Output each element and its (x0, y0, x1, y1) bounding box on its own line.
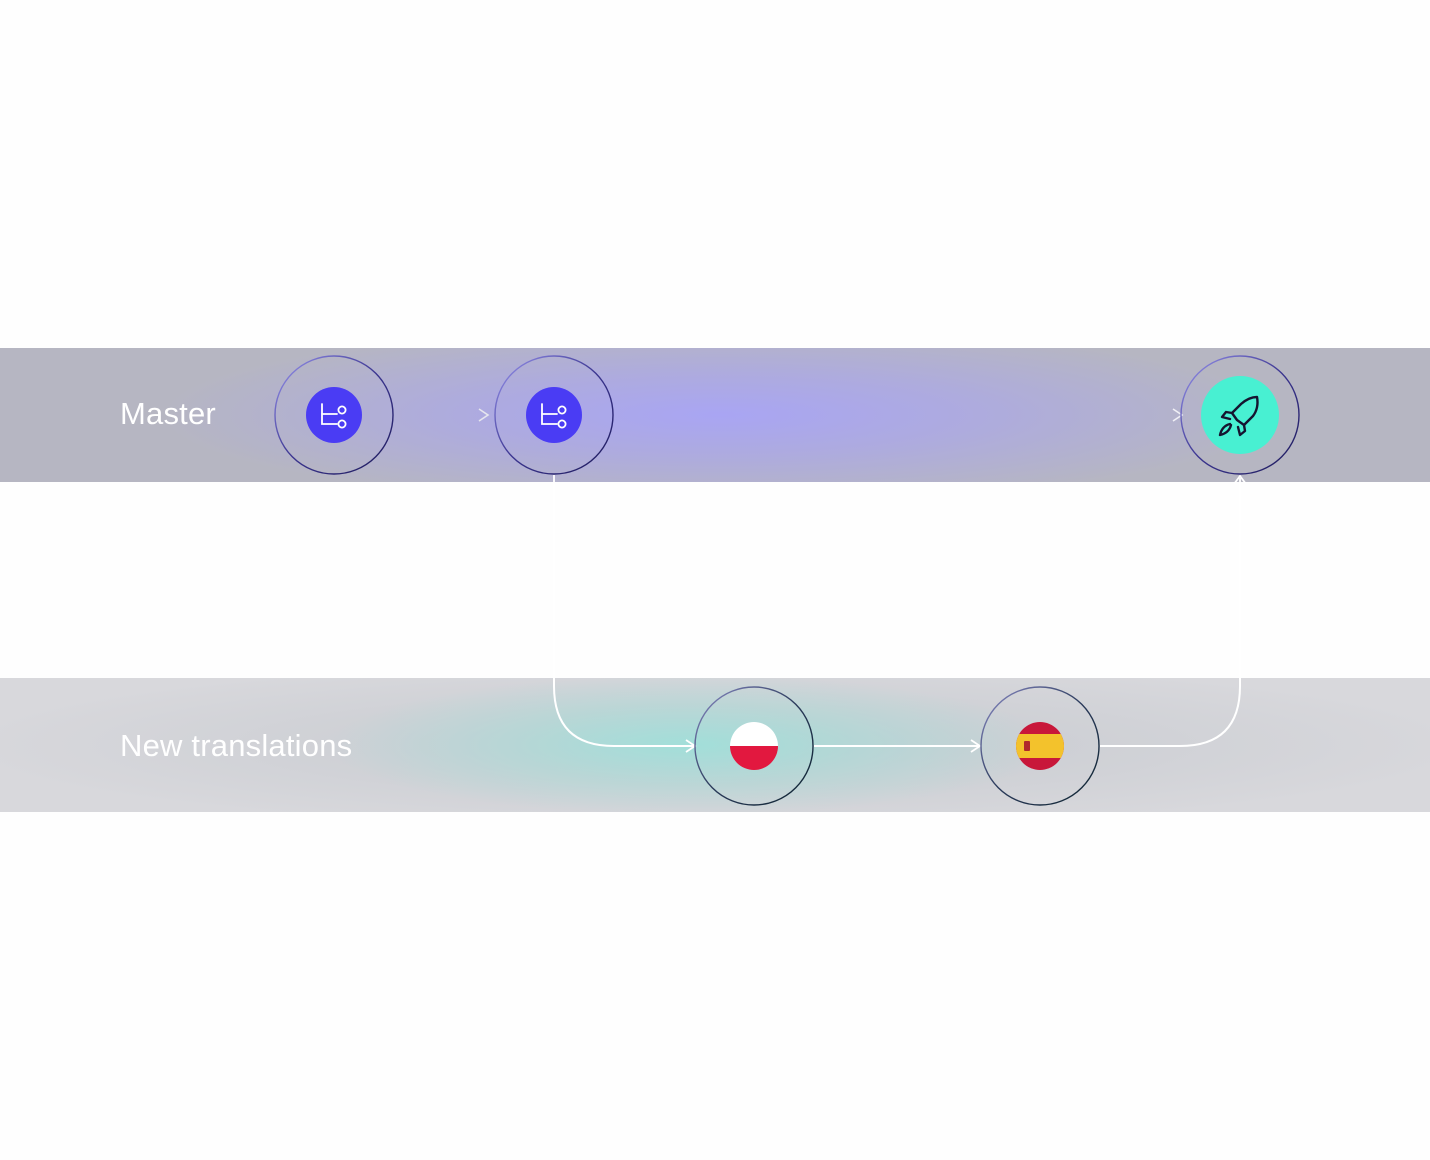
branch-out-connector (553, 475, 697, 753)
spain-flag-icon (1016, 722, 1064, 770)
release-node[interactable] (1180, 355, 1300, 475)
branch-icon (321, 403, 347, 429)
translations-lane-label: New translations (120, 728, 353, 763)
branch-icon (541, 403, 567, 429)
rocket-icon (1218, 395, 1259, 437)
translations-connector (814, 739, 982, 753)
merge-back-connector (1100, 474, 1247, 747)
master-lane-label: Master (120, 396, 216, 431)
spain-node[interactable] (980, 686, 1100, 806)
branch-node-2[interactable] (494, 355, 614, 475)
poland-node[interactable] (694, 686, 814, 806)
poland-flag-icon (730, 722, 778, 770)
master-connector-2 (614, 408, 1184, 422)
branch-node-1[interactable] (274, 355, 394, 475)
master-connector-1 (394, 408, 490, 422)
